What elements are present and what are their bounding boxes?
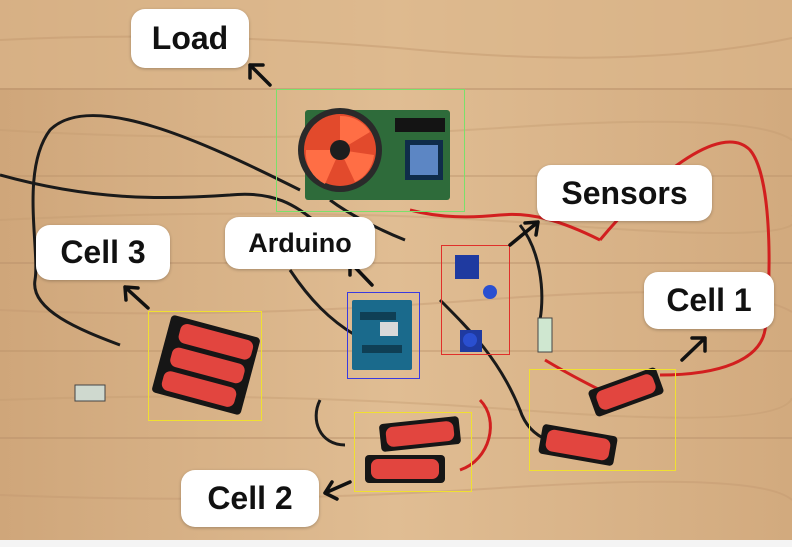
arduino-box [347,292,420,379]
batteries [152,315,664,483]
cell2-label: Cell 2 [181,470,319,527]
sensors-arrow-icon [508,220,540,247]
photo-border [0,540,792,547]
cell2-box [354,412,472,492]
cell1-label: Cell 1 [644,272,774,329]
sensors-box [441,245,510,355]
sensors-label: Sensors [537,165,712,221]
cell2-arrow-icon [323,480,352,501]
load-device [298,108,450,200]
cell3-arrow-icon [123,285,150,310]
load-box [276,89,465,212]
cell3-box [148,311,262,421]
sensors-device [455,255,497,352]
cell3-label: Cell 3 [36,225,170,280]
load-label: Load [131,9,249,68]
arduino-board [352,300,412,370]
arduino-label: Arduino [225,217,375,269]
cell1-box [529,369,676,471]
cell1-arrow-icon [680,336,707,362]
load-arrow-icon [248,63,272,87]
connector-blocks [74,317,553,402]
